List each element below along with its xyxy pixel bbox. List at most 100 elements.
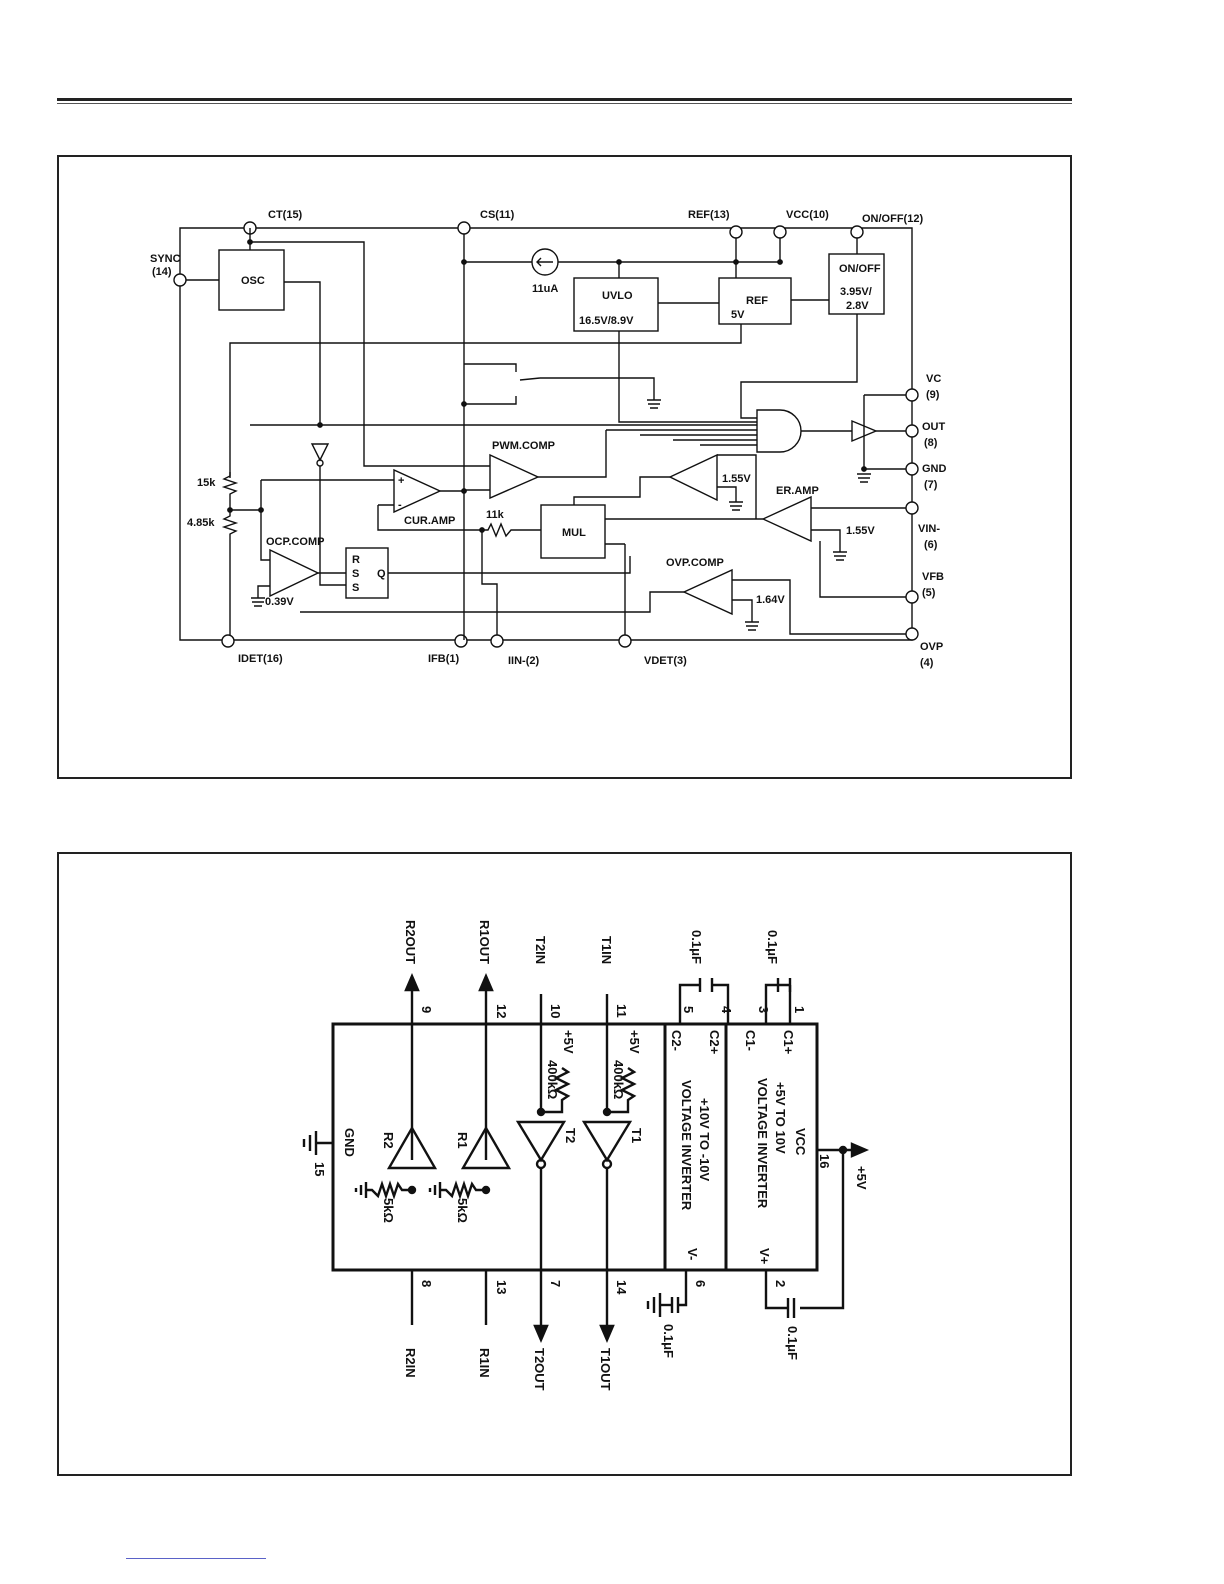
mul-block xyxy=(540,504,606,559)
and-gate xyxy=(756,409,802,453)
uvlo-block xyxy=(573,277,659,332)
c1-plus-label: C1+ xyxy=(781,1030,796,1055)
uvlo-voltage-label: 16.5V/8.9V xyxy=(579,315,634,327)
pin-label-ct: CT(15) xyxy=(268,209,303,221)
pin-number-14: 14 xyxy=(614,1280,629,1295)
rss-s1-label: S xyxy=(352,568,359,580)
res5k-r1-label: 5kΩ xyxy=(455,1198,470,1223)
resistor-5k-r1 xyxy=(440,1180,486,1200)
resistor-11k-label: 11k xyxy=(486,509,505,521)
pin-number-11: 11 xyxy=(614,1004,629,1018)
ocp-comparator xyxy=(269,548,320,598)
pin-label-ovp-b: (4) xyxy=(920,657,934,669)
cur-amp-label: CUR.AMP xyxy=(404,515,455,527)
ground-icon xyxy=(251,597,265,607)
inverter-dividers xyxy=(663,1024,728,1270)
t2out-arrow-icon xyxy=(533,1324,549,1344)
pin-number-3: 3 xyxy=(756,1006,771,1013)
resistor-11k xyxy=(476,522,541,538)
pin-label-vcc: VCC(10) xyxy=(786,209,829,221)
vminus-gnd-icon xyxy=(646,1293,662,1317)
r2-label: R2 xyxy=(381,1132,396,1149)
inverter1-line2: VOLTAGE INVERTER xyxy=(755,1078,770,1209)
signal-t2out: T2OUT xyxy=(532,1348,547,1391)
pin-vc xyxy=(905,388,919,402)
resistor-4-85k xyxy=(221,510,239,635)
cur-amp-minus: - xyxy=(398,499,402,511)
vcc-label: VCC xyxy=(793,1128,808,1156)
ref-voltage-1-64: 1.64V xyxy=(756,594,785,606)
rss-s2-label: S xyxy=(352,582,359,594)
ocp-comp-label: OCP.COMP xyxy=(266,536,324,548)
osc-label: OSC xyxy=(241,275,265,287)
pin-label-gnd-a: GND xyxy=(922,463,947,475)
pin-out xyxy=(905,424,919,438)
onoff-voltage-label-1: 3.95V/ xyxy=(840,286,872,298)
pin-label-vc-b: (9) xyxy=(926,389,940,401)
resistor-15k xyxy=(221,472,239,510)
pin-label-vfb-b: (5) xyxy=(922,587,936,599)
receiver-r1 xyxy=(460,1125,512,1170)
pullup-t2-label: +5V xyxy=(561,1030,576,1054)
pin-number-1: 1 xyxy=(792,1006,807,1013)
t2-label: T2 xyxy=(563,1128,578,1143)
transmitter-t2 xyxy=(515,1120,567,1163)
current-arrow-icon xyxy=(536,257,553,267)
pin-label-onoff: ON/OFF(12) xyxy=(862,213,923,225)
r2out-arrow-icon xyxy=(404,972,420,992)
ref-voltage-1-55a: 1.55V xyxy=(722,473,751,485)
inverter1-line1: +5V TO 10V xyxy=(773,1082,788,1154)
pin-label-cs: CS(11) xyxy=(480,209,515,221)
res400k-t2-label: 400kΩ xyxy=(545,1060,560,1099)
pin-label-iin: IIN-(2) xyxy=(508,655,540,667)
t1out-arrow-icon xyxy=(599,1324,615,1344)
res400k-t1-label: 400kΩ xyxy=(611,1060,626,1099)
uvlo-label: UVLO xyxy=(602,290,633,302)
ref-voltage-label: 5V xyxy=(731,309,745,321)
cap-label-vplus: 0.1μF xyxy=(785,1326,800,1360)
pullup-t1-label: +5V xyxy=(627,1030,642,1054)
pin-label-vdet: VDET(3) xyxy=(644,655,687,667)
mul-label: MUL xyxy=(562,527,586,539)
inverter-triangle xyxy=(310,443,330,462)
pin-label-vin-b: (6) xyxy=(924,539,938,551)
pin-vin xyxy=(905,501,919,515)
vcc-arrow-icon xyxy=(850,1142,870,1158)
cap-c1-icon xyxy=(776,978,792,992)
resistor-400k-t2 xyxy=(541,1067,571,1114)
pin-vfb xyxy=(905,590,919,604)
pin-label-vin-a: VIN- xyxy=(918,523,940,535)
vminus-label: V- xyxy=(685,1248,700,1260)
ic-body xyxy=(331,1022,819,1272)
pin-number-9: 9 xyxy=(419,1006,434,1013)
footer-link-rule xyxy=(126,1558,266,1559)
pin-iin xyxy=(490,634,504,648)
signal-r1out: R1OUT xyxy=(477,920,492,964)
pin-number-5: 5 xyxy=(681,1006,696,1013)
pin-ref xyxy=(729,225,743,239)
c1-minus-label: C1- xyxy=(743,1030,758,1051)
pin-ifb xyxy=(454,634,468,648)
pin-number-4: 4 xyxy=(719,1006,734,1014)
onoff-label: ON/OFF xyxy=(839,263,881,275)
onoff-voltage-label-2: 2.8V xyxy=(846,300,869,312)
pin-number-13: 13 xyxy=(494,1280,509,1294)
pin-gnd xyxy=(905,462,919,476)
resistor-4-85k-label: 4.85k xyxy=(187,517,215,529)
block-diagram-frame xyxy=(57,155,1072,779)
ground-icon xyxy=(833,551,847,561)
ground-icon xyxy=(354,1182,368,1198)
signal-t1in: T1IN xyxy=(599,936,614,964)
ref-label: REF xyxy=(746,295,768,307)
res5k-r2-label: 5kΩ xyxy=(381,1198,396,1223)
signal-r1in: R1IN xyxy=(477,1348,492,1378)
error-amp xyxy=(761,495,812,543)
pin-number-2: 2 xyxy=(773,1280,788,1287)
r1out-arrow-icon xyxy=(478,972,494,992)
transmitter-t1 xyxy=(581,1120,633,1163)
vplus-label: V+ xyxy=(757,1248,772,1265)
pin-label-ovp-a: OVP xyxy=(920,641,943,653)
signal-t1out: T1OUT xyxy=(598,1348,613,1391)
t1-label: T1 xyxy=(629,1128,644,1143)
cap-vplus-icon xyxy=(786,1298,796,1318)
